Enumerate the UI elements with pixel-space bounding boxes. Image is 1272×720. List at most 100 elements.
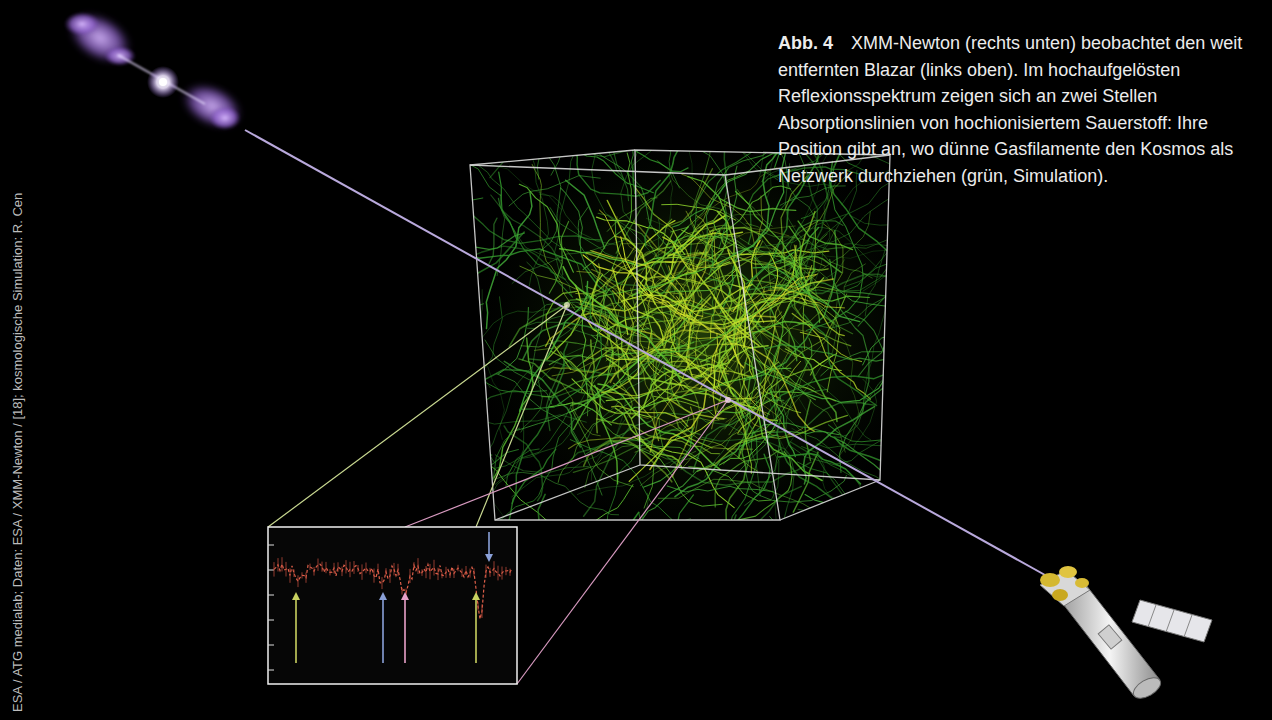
- error-bar: [310, 564, 311, 570]
- filament: [412, 42, 470, 177]
- error-bar: [278, 558, 279, 571]
- filament: [437, 156, 501, 195]
- image-credit: ESA / ATG medialab; Daten: ESA / XMM-New…: [10, 12, 26, 712]
- filament: [765, 345, 903, 362]
- filament: [549, 378, 601, 436]
- filament: [700, 234, 808, 414]
- filament: [401, 236, 566, 279]
- filament: [807, 403, 875, 426]
- error-bar: [402, 588, 403, 595]
- error-bar: [298, 575, 299, 587]
- filament: [569, 437, 666, 449]
- filament: [821, 352, 882, 376]
- filament: [564, 248, 644, 369]
- filament: [865, 249, 885, 316]
- error-bar: [434, 560, 435, 576]
- filament: [578, 208, 656, 288]
- error-bar: [410, 569, 411, 583]
- filament: [504, 361, 580, 447]
- filament: [436, 370, 544, 388]
- filament: [529, 512, 639, 615]
- filament: [504, 426, 542, 501]
- error-bar: [438, 568, 439, 580]
- filament: [516, 494, 545, 642]
- filament: [819, 505, 871, 557]
- filament: [722, 344, 814, 431]
- error-bar: [342, 567, 343, 577]
- blazar: [60, 2, 250, 138]
- error-bar: [422, 569, 423, 576]
- filament: [622, 171, 673, 263]
- error-bar: [330, 569, 331, 575]
- error-bar: [426, 566, 427, 578]
- filament: [548, 403, 611, 425]
- filament: [550, 208, 622, 261]
- filament: [654, 226, 801, 354]
- filament: [358, 455, 492, 488]
- filament: [489, 218, 497, 264]
- spectrum-inset: [268, 527, 517, 684]
- filament: [539, 194, 615, 245]
- error-bar: [318, 559, 319, 571]
- filament: [645, 107, 708, 246]
- error-bar: [494, 561, 495, 576]
- error-bar: [346, 560, 347, 573]
- filament: [859, 368, 911, 415]
- filament: [794, 253, 818, 301]
- error-bar: [466, 566, 467, 575]
- filament: [512, 414, 630, 497]
- filament: [558, 394, 649, 483]
- filament: [410, 360, 587, 424]
- filament: [577, 271, 646, 332]
- filament: [651, 136, 727, 249]
- error-bar: [286, 562, 287, 577]
- filament: [616, 181, 671, 253]
- filament: [494, 87, 525, 160]
- error-bar: [490, 568, 491, 577]
- filament: [591, 400, 625, 480]
- filament: [805, 495, 851, 523]
- error-bar: [338, 562, 339, 572]
- filament: [590, 131, 689, 171]
- filament: [551, 110, 566, 176]
- error-bar: [378, 564, 379, 575]
- filament: [617, 217, 689, 287]
- error-bar: [294, 570, 295, 578]
- filament: [360, 211, 525, 275]
- filament: [730, 515, 736, 599]
- caption-text: XMM-Newton (rechts unten) beobachtet den…: [778, 33, 1242, 186]
- filament: [711, 269, 795, 357]
- filament: [671, 495, 694, 677]
- filament: [800, 332, 861, 361]
- filament: [806, 517, 939, 587]
- error-bar: [474, 568, 475, 576]
- filament: [670, 383, 770, 415]
- filament: [486, 193, 532, 329]
- filament: [601, 298, 683, 393]
- filament: [584, 441, 672, 482]
- filament: [494, 338, 533, 478]
- filament: [677, 297, 703, 317]
- error-bar: [322, 562, 323, 572]
- error-bar: [506, 567, 507, 575]
- filament: [600, 210, 653, 295]
- filament: [699, 235, 812, 323]
- error-bar: [290, 568, 291, 583]
- error-bar: [334, 563, 335, 574]
- filament: [836, 422, 921, 464]
- error-bar: [398, 564, 399, 576]
- filament: [662, 143, 764, 294]
- filament: [804, 299, 859, 459]
- filament: [600, 132, 628, 201]
- filament: [571, 409, 633, 487]
- error-bar: [470, 569, 471, 578]
- error-bar: [314, 567, 315, 576]
- filament: [753, 322, 812, 334]
- filament: [516, 351, 667, 431]
- filament: [441, 297, 505, 440]
- filament: [850, 215, 957, 235]
- error-bar: [302, 572, 303, 578]
- figure-caption: Abb. 4XMM-Newton (rechts unten) beobacht…: [778, 30, 1254, 189]
- filament: [777, 416, 861, 563]
